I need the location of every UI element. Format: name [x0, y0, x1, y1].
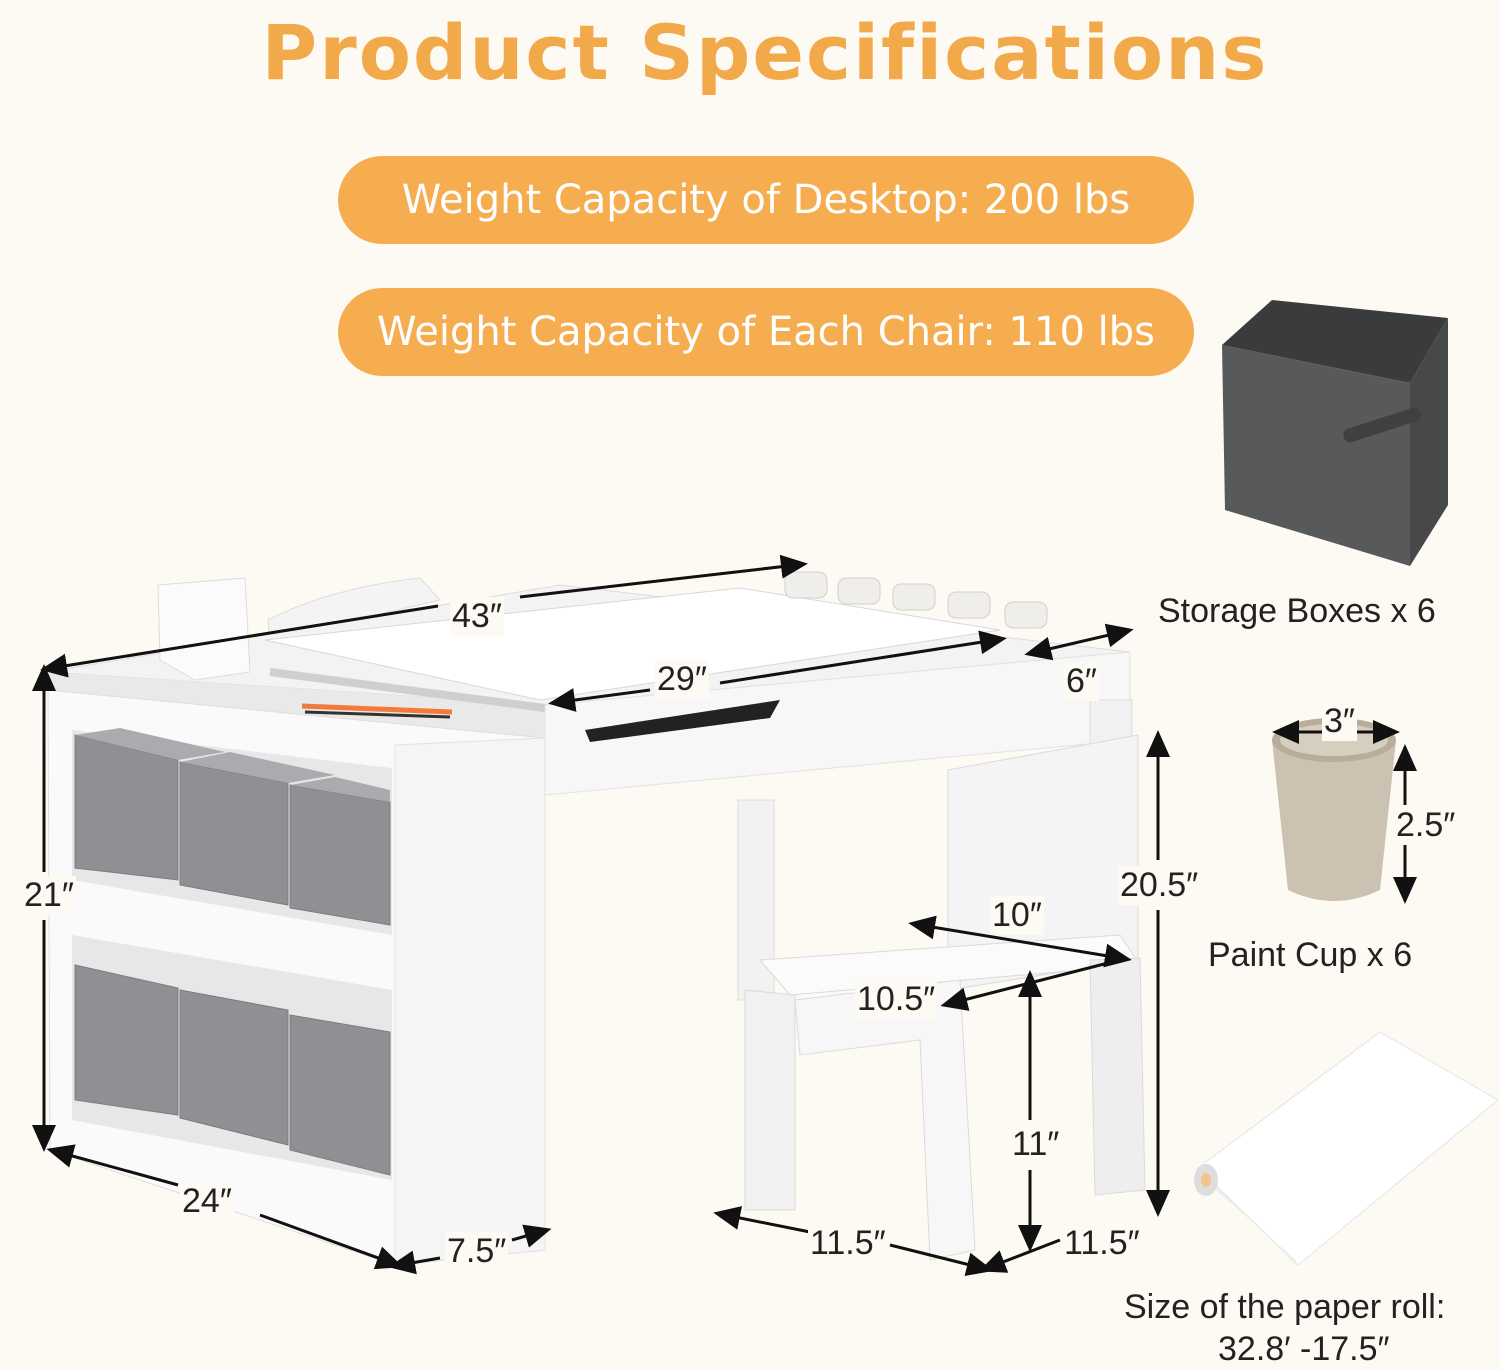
front-chair	[744, 734, 1146, 1261]
page-title: Product Specifications	[261, 8, 1269, 97]
dim-chair-height: 20.5″	[1118, 866, 1201, 905]
dim-cup-diameter: 3″	[1322, 702, 1357, 741]
dim-cup-height: 2.5″	[1394, 806, 1458, 845]
chair-capacity-badge: Weight Capacity of Each Chair: 110 lbs	[338, 288, 1194, 376]
paint-cup-label: Paint Cup x 6	[1208, 936, 1413, 974]
dim-table-depth: 24″	[180, 1182, 234, 1221]
dim-seat-width: 10.5″	[855, 980, 938, 1019]
paper-roll-label: Size of the paper roll:	[1124, 1288, 1446, 1326]
dimension-lines	[32, 554, 1417, 1277]
dim-tray-width: 6″	[1064, 662, 1099, 701]
storage-boxes-label: Storage Boxes x 6	[1158, 592, 1436, 630]
dim-table-length: 43″	[450, 597, 504, 636]
desktop-capacity-badge: Weight Capacity of Desktop: 200 lbs	[338, 156, 1194, 244]
storage-box-image	[1222, 300, 1448, 566]
paper-roll-image	[1194, 1031, 1499, 1266]
paper-roll-size: 32.8′ -17.5″	[1218, 1330, 1390, 1368]
dim-chair-base-front: 11.5″	[808, 1224, 888, 1263]
dim-shelf-depth: 7.5″	[445, 1232, 509, 1271]
dim-easel-width: 29″	[655, 660, 709, 699]
back-chair	[267, 577, 441, 641]
dim-seat-height: 11″	[1010, 1125, 1062, 1164]
paint-cup-image	[1272, 718, 1396, 901]
dim-chair-base-side: 11.5″	[1062, 1224, 1142, 1263]
table-image	[47, 571, 1133, 1266]
dim-table-height: 21″	[22, 876, 76, 915]
dim-seat-depth: 10″	[990, 896, 1044, 935]
